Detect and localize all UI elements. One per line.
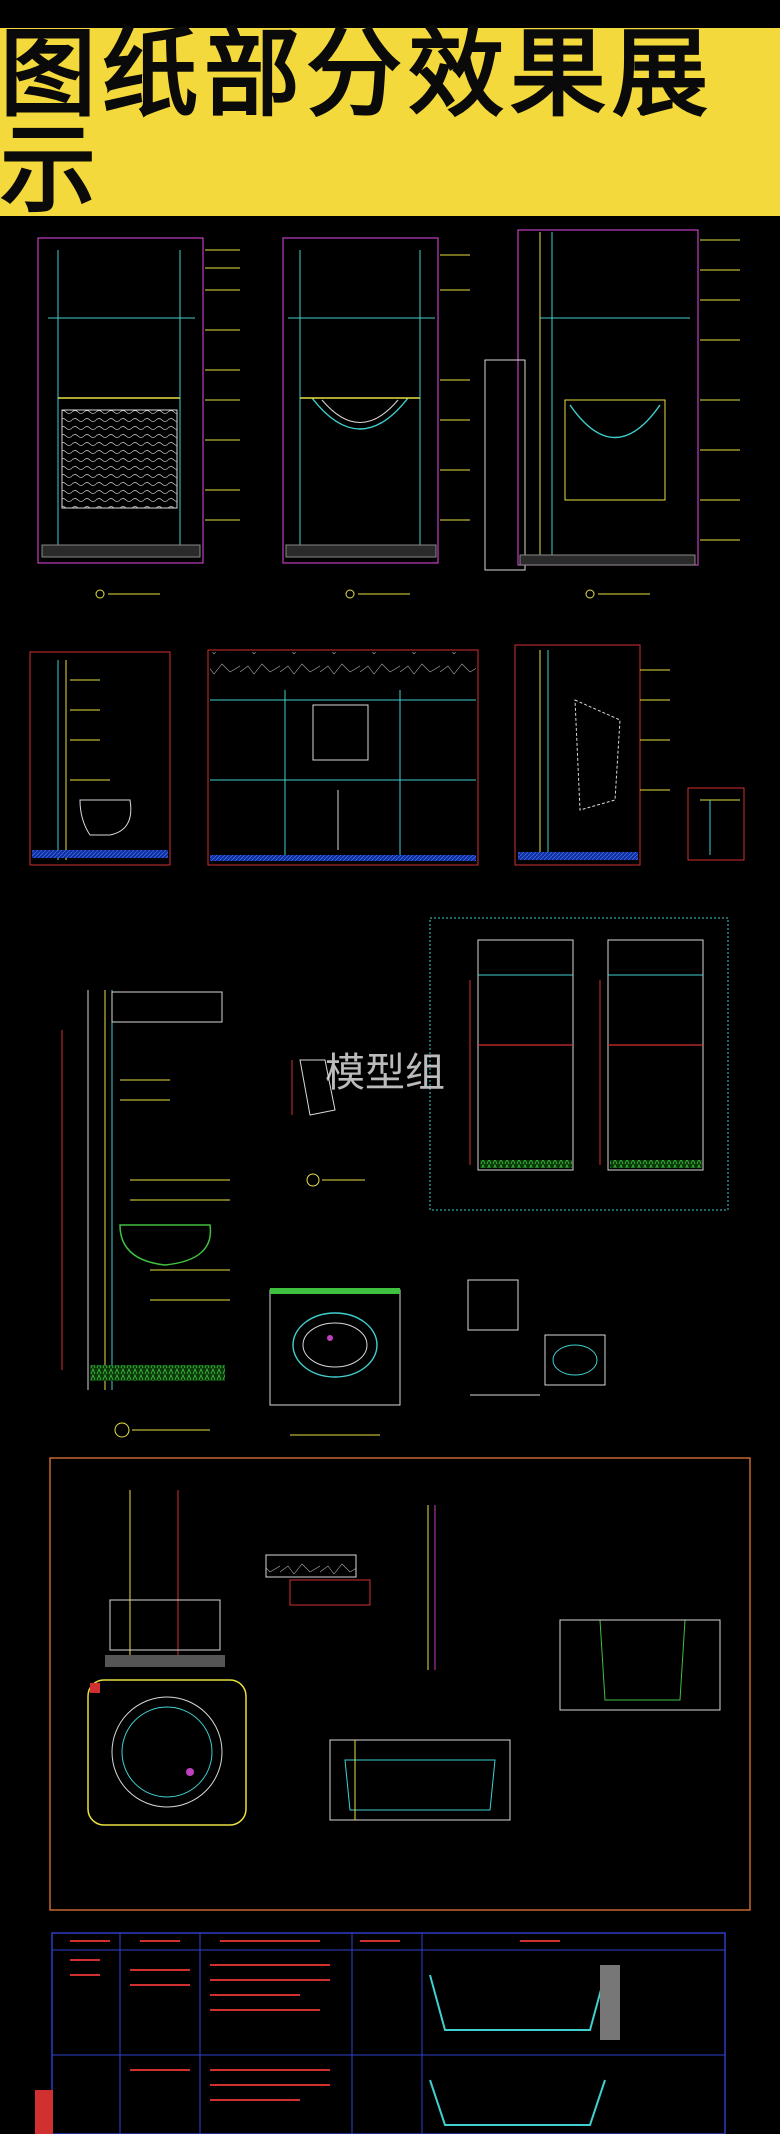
elevation-1 — [37, 237, 240, 599]
watermark: 模型组 — [325, 1050, 445, 1096]
banner-title: 图纸部分效果展示 — [0, 18, 714, 226]
cabinet-elevations — [429, 917, 729, 1211]
title-banner: 图纸部分效果展示 — [0, 18, 780, 226]
basin-detail — [514, 644, 745, 866]
basin-plan — [269, 1288, 401, 1436]
elevation-3 — [484, 229, 740, 599]
elevation-2 — [282, 237, 470, 599]
trim-profile — [291, 1059, 365, 1187]
small-basin-section — [467, 1279, 606, 1396]
blue-table — [35, 1932, 726, 2134]
toilet-section — [29, 651, 171, 866]
wall-elevation — [207, 649, 479, 866]
orange-frame-detail — [49, 1457, 751, 1911]
vanity-section-large — [61, 990, 230, 1438]
